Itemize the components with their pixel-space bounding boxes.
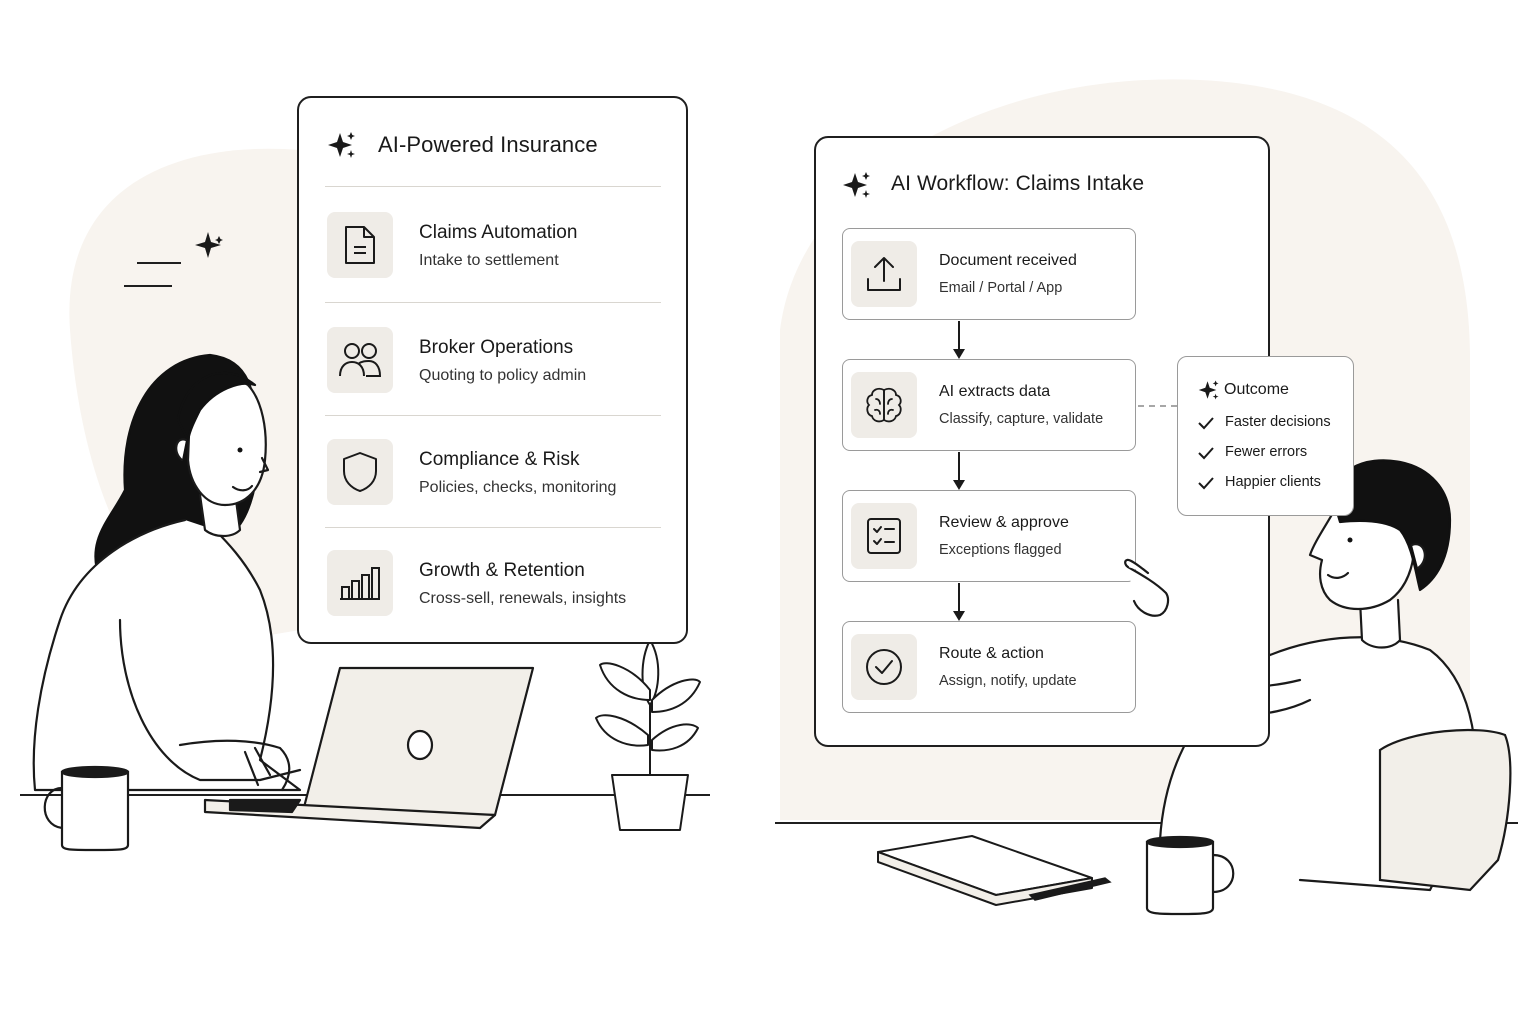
- decorative-dashes: [124, 262, 181, 287]
- workflow-step-route-action[interactable]: Route & action Assign, notify, update: [842, 621, 1136, 713]
- list-item-compliance-risk[interactable]: Compliance & Risk Policies, checks, moni…: [325, 415, 661, 527]
- outcome-card: Outcome Faster decisions Fewer errors Ha…: [1177, 356, 1354, 516]
- bar-chart-icon: [327, 550, 393, 616]
- sparkle-icon: [1198, 380, 1219, 400]
- item-subtitle: Policies, checks, monitoring: [419, 479, 617, 496]
- item-title: Growth & Retention: [419, 560, 585, 581]
- item-title: Compliance & Risk: [419, 449, 580, 470]
- list-item-growth-retention[interactable]: Growth & Retention Cross-sell, renewals,…: [325, 526, 661, 638]
- sparkle-icon: [195, 232, 223, 258]
- pen: [1028, 877, 1112, 901]
- item-title: Broker Operations: [419, 337, 574, 358]
- workflow-step-ai-extracts-data[interactable]: AI extracts data Classify, capture, vali…: [842, 359, 1136, 451]
- step-title: Review & approve: [939, 514, 1069, 531]
- left-coffee-mug: [43, 765, 130, 852]
- divider: [325, 302, 661, 303]
- checkmark-icon: [1198, 417, 1214, 430]
- item-subtitle: Quoting to policy admin: [419, 367, 587, 384]
- item-subtitle: Cross-sell, renewals, insights: [419, 590, 627, 607]
- panel-title: AI Workflow: Claims Intake: [891, 172, 1145, 195]
- divider: [325, 527, 661, 528]
- pointing-hand: [1124, 558, 1170, 617]
- outcome-title: Outcome: [1224, 381, 1289, 398]
- list-item-claims-automation[interactable]: Claims Automation Intake to settlement: [325, 188, 661, 300]
- divider: [325, 186, 661, 187]
- notebook: [877, 835, 1093, 906]
- potted-plant: [595, 639, 701, 831]
- right-coffee-mug: [1145, 835, 1235, 916]
- item-subtitle: Intake to settlement: [419, 252, 559, 269]
- shield-icon: [327, 439, 393, 505]
- step-subtitle: Email / Portal / App: [939, 280, 1063, 296]
- item-title: Claims Automation: [419, 222, 578, 243]
- divider: [325, 415, 661, 416]
- document-icon: [327, 212, 393, 278]
- brain-icon: [851, 372, 917, 438]
- workflow-step-document-received[interactable]: Document received Email / Portal / App: [842, 228, 1136, 320]
- insurance-capabilities-panel: AI-Powered Insurance Claims Automation I…: [297, 96, 688, 644]
- step-title: Route & action: [939, 645, 1044, 662]
- check-circle-icon: [851, 634, 917, 700]
- woman-figure: [32, 353, 302, 792]
- sparkle-icon: [328, 132, 355, 158]
- users-icon: [327, 327, 393, 393]
- chair: [1378, 728, 1512, 892]
- workflow-step-review-approve[interactable]: Review & approve Exceptions flagged: [842, 490, 1136, 582]
- checklist-icon: [851, 503, 917, 569]
- outcome-item-label: Faster decisions: [1225, 414, 1331, 430]
- flow-arrows: [953, 321, 1178, 621]
- laptop: [203, 666, 535, 830]
- outcome-item-label: Fewer errors: [1225, 444, 1308, 460]
- step-title: AI extracts data: [939, 383, 1051, 400]
- step-subtitle: Exceptions flagged: [939, 542, 1062, 558]
- sparkle-icon: [843, 172, 870, 198]
- list-item-broker-operations[interactable]: Broker Operations Quoting to policy admi…: [325, 303, 661, 415]
- outcome-item-label: Happier clients: [1225, 474, 1321, 490]
- step-subtitle: Assign, notify, update: [939, 673, 1077, 689]
- checkmark-icon: [1198, 477, 1214, 490]
- checkmark-icon: [1198, 447, 1214, 460]
- step-subtitle: Classify, capture, validate: [939, 411, 1104, 427]
- upload-icon: [851, 241, 917, 307]
- step-title: Document received: [939, 252, 1077, 269]
- panel-title: AI-Powered Insurance: [378, 132, 598, 157]
